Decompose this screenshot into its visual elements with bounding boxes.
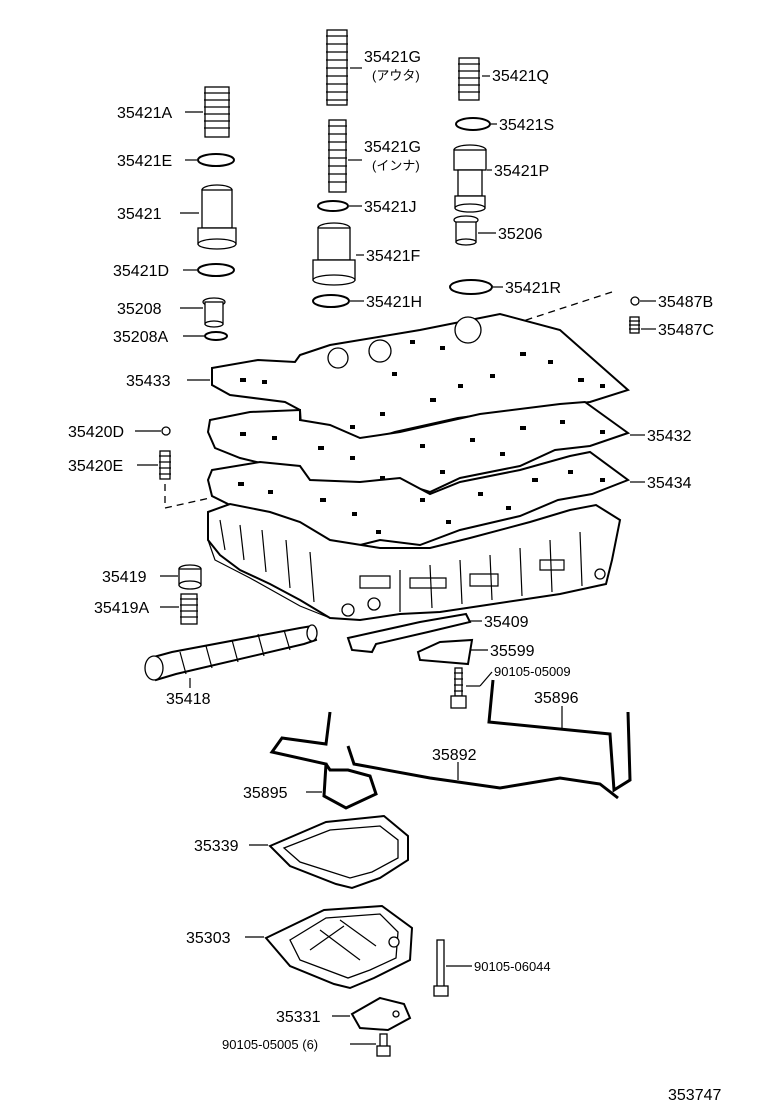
label-35421S: 35421S [499,117,554,134]
sleeve-35421P [453,144,487,213]
label-35418: 35418 [166,691,211,708]
label-35409: 35409 [484,614,529,631]
label-35208: 35208 [117,301,162,318]
label-35433: 35433 [126,373,171,390]
label-35303: 35303 [186,930,231,947]
spring-35421G-inner [328,119,347,193]
label-35421E: 35421E [117,153,172,170]
oring-35421R [449,279,493,295]
label-35421Q: 35421Q [492,68,549,85]
gasket-35339 [268,814,409,890]
sleeve-35421 [197,184,237,250]
ring-35208A [204,331,228,341]
plate-35433 [211,312,630,454]
oring-35421J [317,200,349,212]
label-35434: 35434 [647,475,692,492]
plug-35208 [202,297,226,328]
spring-35419A [180,593,198,625]
plug-35419 [178,564,202,590]
label-35599: 35599 [490,643,535,660]
oring-35421H [312,294,350,308]
wire-35892 [346,745,619,800]
sleeve-35421F [312,222,356,286]
valve-35418 [144,624,318,682]
label-35208A: 35208A [113,329,168,346]
label-35421D: 35421D [113,263,169,280]
alignment-dashed-line-left [164,484,211,509]
bolt-90105-05009 [450,667,467,709]
label-35339: 35339 [194,838,239,855]
label-35895: 35895 [243,785,288,802]
label-35421F: 35421F [366,248,420,265]
spring-35421G-outer [326,29,348,106]
ball-35420D [161,426,171,436]
label-35487C: 35487C [658,322,714,339]
bolt-90105-05005 [376,1033,391,1057]
bolt-90105-06044 [433,939,449,997]
label-35421H: 35421H [366,294,422,311]
label-35421A: 35421A [117,105,172,122]
label-35421G-outer: 35421G [364,49,421,66]
oil-pan-35303 [264,904,414,990]
label-35432: 35432 [647,428,692,445]
label-35206: 35206 [498,226,543,243]
spring-35421A [204,86,230,138]
tube-35895 [269,711,378,810]
spring-35487C [629,316,640,334]
label-35892: 35892 [432,747,477,764]
label-35421G-inner: 35421G [364,139,421,156]
label-35420D: 35420D [68,424,124,441]
spring-35420E [159,450,171,480]
diagram-code: 353747 [668,1087,721,1104]
alignment-dashed-line-top [519,291,613,323]
ball-35487B [630,296,640,306]
valve-body [207,502,622,622]
label-35421R: 35421R [505,280,561,297]
label-90105-06044: 90105-06044 [474,959,551,974]
label-35421J: 35421J [364,199,417,216]
label-35421: 35421 [117,206,162,223]
oring-35421D [197,263,235,277]
label-35420E: 35420E [68,458,123,475]
label-35419: 35419 [102,569,147,586]
label-35421P: 35421P [494,163,549,180]
oring-35421S [455,117,491,131]
wire-35896 [487,679,632,793]
label-35896: 35896 [534,690,579,707]
plug-35206 [453,215,479,246]
label-90105-05009: 90105-05009 [494,664,571,679]
plate-35599 [416,638,474,666]
spring-35421Q [458,57,480,101]
label-90105-05005: 90105-05005 (6) [222,1037,318,1052]
label-35331: 35331 [276,1009,321,1026]
bracket-35409 [346,612,472,654]
leader-90105-05009-end [479,671,493,687]
label-35419A: 35419A [94,600,149,617]
label-35421G-outer-note: (アウタ) [372,68,420,83]
label-35487B: 35487B [658,294,713,311]
label-35421G-inner-note: (インナ) [372,158,420,173]
oring-35421E [197,153,235,167]
magnet-35331 [350,996,412,1032]
